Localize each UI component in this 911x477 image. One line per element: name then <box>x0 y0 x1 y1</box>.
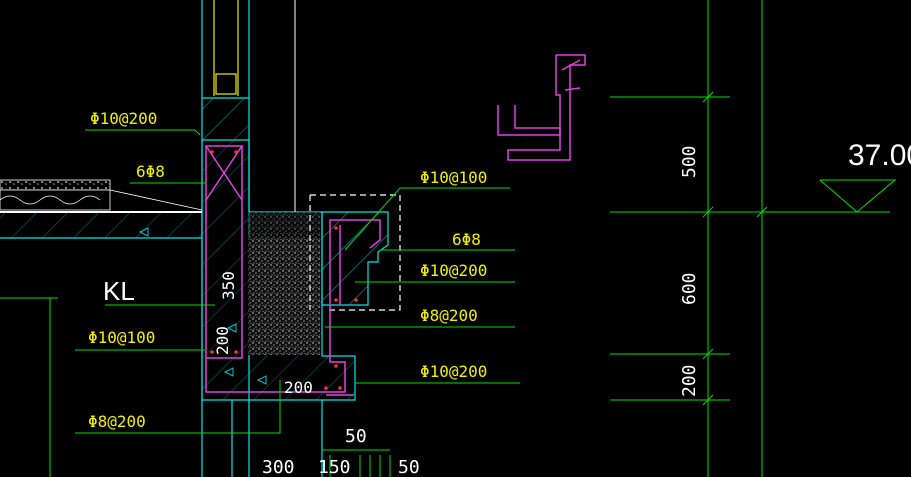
concrete-core-top <box>248 212 320 237</box>
label-phi10-200-right-b: Φ10@200 <box>420 362 487 381</box>
dim-200-horizontal: 200 <box>284 378 313 397</box>
slab-hatch <box>0 212 202 238</box>
label-phi10-200-right-a: Φ10@200 <box>420 261 487 280</box>
label-phi10-200-top: Φ10@200 <box>90 109 157 128</box>
dim-200-vertical: 200 <box>213 326 232 355</box>
parapet-cap <box>321 211 389 306</box>
elevation-value: 37.00 <box>848 139 911 172</box>
label-six-phi8-right: 6Φ8 <box>452 230 481 249</box>
slab-finish-layer <box>0 179 203 211</box>
label-phi8-200-right: Φ8@200 <box>420 306 478 325</box>
concrete-core <box>248 237 320 355</box>
dim-500: 500 <box>679 145 700 178</box>
label-phi8-200-left: Φ8@200 <box>88 412 146 431</box>
dim-200-right: 200 <box>679 364 700 397</box>
column-hatch <box>202 98 249 140</box>
dim-600: 600 <box>679 272 700 305</box>
label-phi10-100-left: Φ10@100 <box>88 328 155 347</box>
dim-150: 150 <box>318 457 351 477</box>
label-six-phi8-left: 6Φ8 <box>136 162 165 181</box>
label-phi10-100-right: Φ10@100 <box>420 168 487 187</box>
dim-50-bottom: 50 <box>398 457 420 477</box>
dim-350: 350 <box>219 271 238 300</box>
dimension-ticks <box>702 91 768 406</box>
section-box <box>310 194 401 311</box>
rebar-lines <box>205 54 586 396</box>
dimension-labels: KL 350 200 200 50 300 150 50 500 600 200… <box>103 139 911 477</box>
dim-50-top: 50 <box>345 426 367 447</box>
dim-300: 300 <box>262 457 295 477</box>
rebar-dots <box>210 150 358 390</box>
hatch-markers <box>138 227 267 385</box>
rebar-labels: Φ10@200 6Φ8 Φ10@100 Φ8@200 Φ10@100 6Φ8 Φ… <box>88 109 487 431</box>
label-kl: KL <box>103 276 135 306</box>
